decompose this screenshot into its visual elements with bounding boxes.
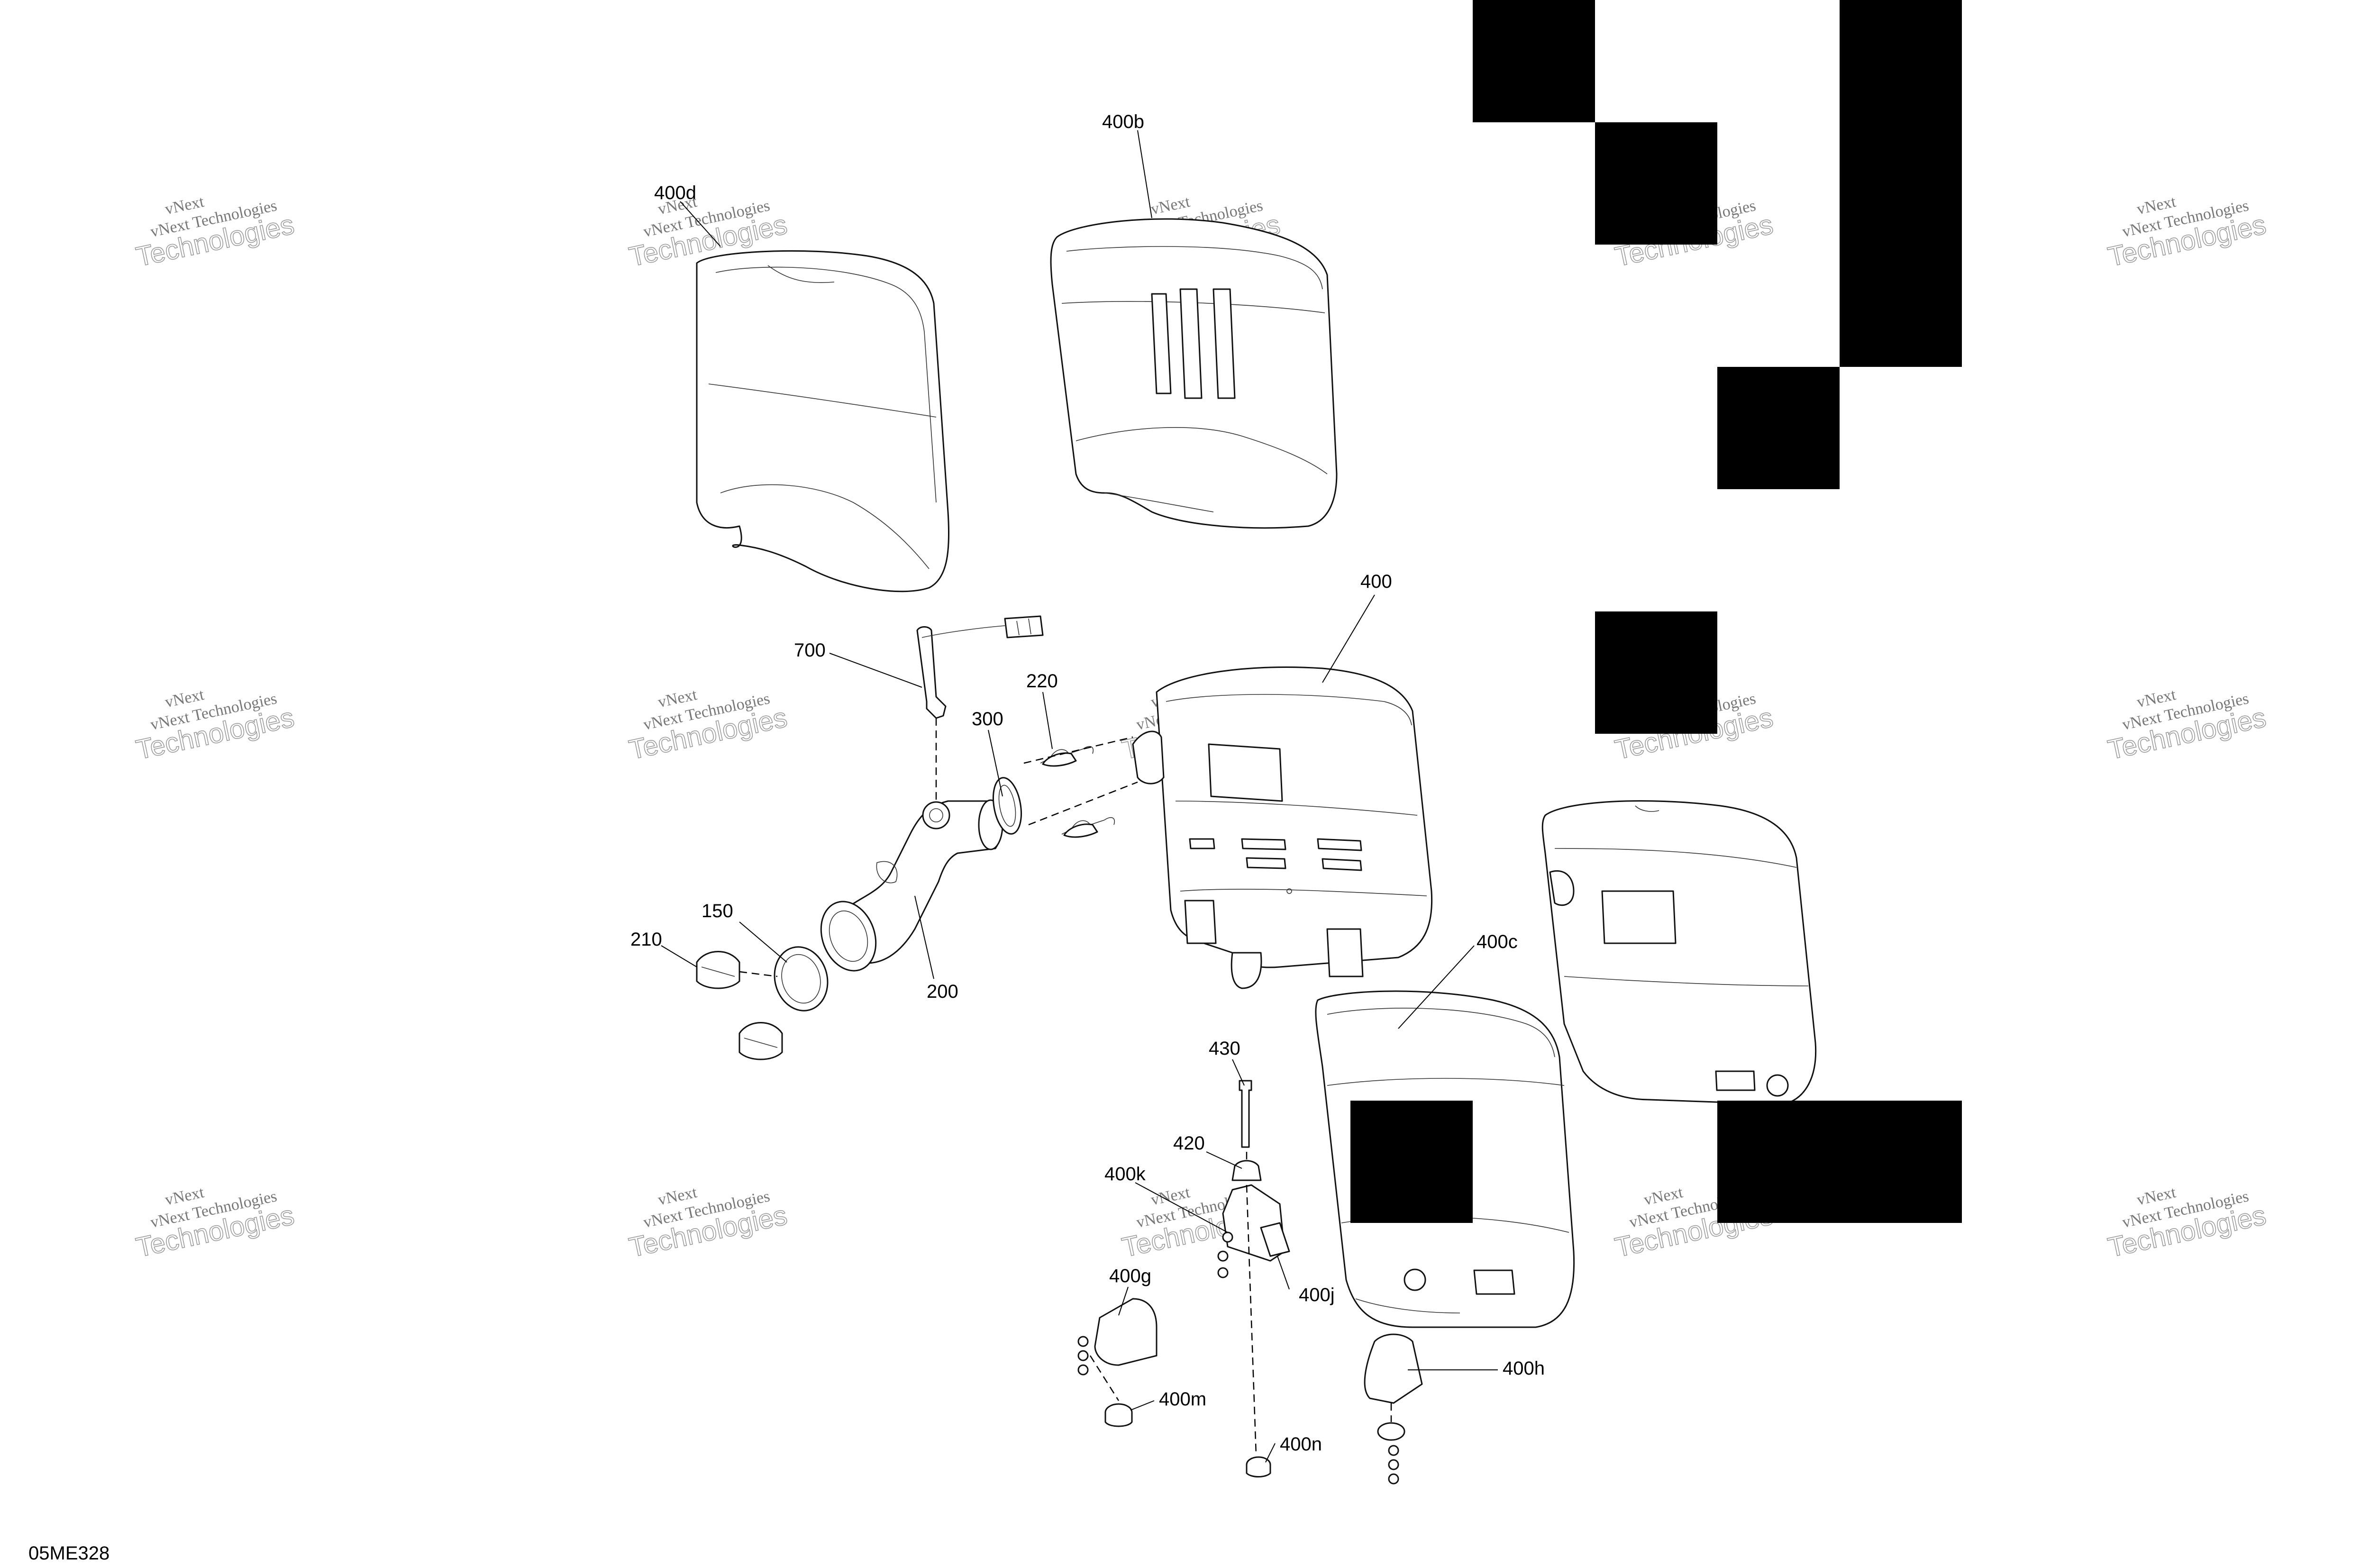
label-430: 430 [1209, 1038, 1240, 1059]
heat-shield-400d [696, 250, 950, 593]
bumper-400n [1246, 1456, 1271, 1477]
exhaust-pipe-200 [820, 799, 1003, 972]
assembly-lines [739, 718, 1392, 1456]
label-400k: 400k [1104, 1164, 1146, 1185]
bracket-400h [1364, 1333, 1423, 1485]
redaction-block [1595, 122, 1717, 245]
label-150: 150 [702, 901, 733, 921]
label-300: 300 [972, 709, 1003, 729]
label-200: 200 [927, 981, 958, 1002]
label-400: 400 [1360, 571, 1392, 592]
muffler-400 [1156, 666, 1433, 989]
watermark: vNext vNext Technologies Technologies [2105, 686, 2269, 766]
label-400m: 400m [1159, 1389, 1206, 1410]
bracket-400j [1260, 1222, 1290, 1257]
bracket-400g [1077, 1298, 1158, 1376]
gasket-150 [774, 946, 829, 1012]
redaction-block [1473, 0, 1595, 122]
springs-220 [1040, 730, 1165, 838]
label-400c: 400c [1477, 931, 1518, 952]
heat-shield-400b [1050, 218, 1338, 529]
label-210: 210 [630, 929, 662, 950]
redaction-block [1595, 611, 1717, 734]
label-400b: 400b [1102, 111, 1144, 132]
redaction-block [1350, 1101, 1473, 1223]
redaction-block [1717, 367, 1840, 489]
label-220: 220 [1026, 671, 1058, 692]
callout-labels: 400d 400b 400 700 220 300 150 210 200 40… [630, 111, 1545, 1455]
bolt-430 [1239, 1080, 1252, 1148]
label-700: 700 [794, 640, 826, 661]
label-400g: 400g [1109, 1266, 1151, 1286]
watermark: vNext vNext Technologies Technologies [133, 193, 297, 273]
watermark: vNext vNext Technologies Technologies [133, 1184, 297, 1264]
gasket-300 [993, 777, 1022, 835]
bumper-400m [1104, 1403, 1133, 1427]
label-420: 420 [1173, 1133, 1205, 1154]
label-400h: 400h [1503, 1358, 1545, 1379]
watermark: vNext vNext Technologies Technologies [133, 686, 297, 766]
watermark: vNext vNext Technologies Technologies [626, 1184, 790, 1264]
oxygen-sensor-700 [916, 615, 1044, 719]
label-400j: 400j [1299, 1285, 1335, 1305]
damper-420 [1231, 1160, 1262, 1181]
watermark: vNext vNext Technologies Technologies [2105, 1184, 2269, 1264]
redaction-blocks [1350, 0, 1962, 1223]
label-400n: 400n [1280, 1434, 1322, 1455]
leader-lines [661, 130, 1498, 1463]
redaction-block [1840, 0, 1962, 367]
watermark: vNext vNext Technologies Technologies [2105, 193, 2269, 273]
outer-heat-shield [1541, 800, 1817, 1105]
redaction-block [1717, 1101, 1962, 1223]
label-400d: 400d [654, 182, 696, 203]
watermark: vNext vNext Technologies Technologies [626, 686, 790, 766]
springs-210 [696, 951, 783, 1060]
drawing-code: 05ME328 [28, 1543, 109, 1564]
